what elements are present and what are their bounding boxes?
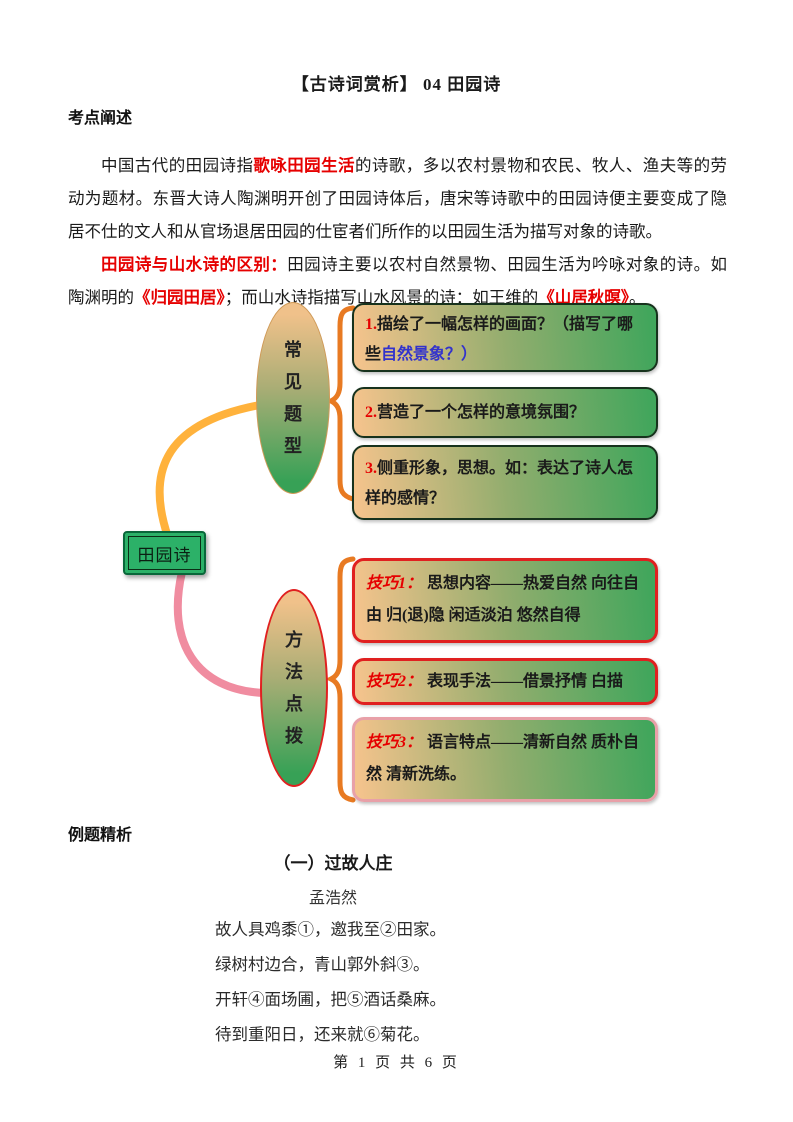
technique1-text: 思想内容——热爱自然 向往自由 归(退)隐 闲适淡泊 悠然自得 [366, 575, 640, 624]
paragraph-overview: 中国古代的田园诗指歌咏田园生活的诗歌，多以农村景物和农民、牧人、渔夫等的劳动为题… [68, 149, 727, 248]
branch-method-tips: 方 法 点 拨 [260, 589, 328, 787]
question-box-3: 3.侧重形象，思想。如：表达了诗人怎样的感情？ [352, 445, 658, 520]
branch2-label-char: 点 [285, 694, 303, 714]
poem-title: （一）过故人庄 [273, 854, 393, 873]
branch2-brace-icon [325, 556, 356, 803]
poem-line: 待到重阳日，还来就⑥菊花。 [215, 1025, 430, 1044]
section-heading-exam-points: 考点阐述 [68, 110, 133, 127]
technique1-label: 技巧1： [366, 575, 423, 592]
poem-line: 故人具鸡黍①，邀我至②田家。 [215, 920, 446, 939]
technique-box-1: 技巧1：思想内容——热爱自然 向往自由 归(退)隐 闲适淡泊 悠然自得 [352, 558, 658, 643]
page-title: 【古诗词赏析】 04 田园诗 [291, 75, 502, 94]
question1-text: 描绘了一幅怎样的画面？（描写了哪些 [365, 316, 634, 363]
para2-text-2: ；而山水诗指描写山水风景的诗：如王维的 [224, 287, 539, 307]
branch1-label-char: 题 [284, 404, 302, 424]
para1-text-2: 的诗歌，多以农村景物和农民、牧人、渔夫等的劳动为题材。东晋大诗人陶渊明开创了田园… [68, 155, 728, 241]
branch2-label-char: 方 [285, 630, 303, 650]
para2-text-3: 。 [629, 287, 646, 307]
poem-author: 孟浩然 [308, 890, 357, 907]
root-node-pastoral-poetry: 田园诗 [123, 531, 206, 575]
page-number-footer: 第 1 页 共 6 页 [333, 1055, 460, 1071]
branch2-label-char: 拨 [285, 726, 303, 746]
question-box-1: 1.描绘了一幅怎样的画面？（描写了哪些自然景象？） [352, 303, 658, 372]
question2-text: 营造了一个怎样的意境氛围？ [377, 403, 586, 421]
poem-line: 绿树村边合，青山郭外斜③。 [215, 955, 430, 974]
technique-box-3: 技巧3：语言特点——清新自然 质朴自然 清新洗练。 [352, 717, 658, 802]
technique3-text: 语言特点——清新自然 质朴自然 清新洗练。 [366, 734, 640, 783]
technique2-label: 技巧2： [366, 672, 423, 690]
question1-blue-text: 自然景象？） [381, 346, 478, 363]
branch2-label-char: 法 [285, 662, 303, 682]
para1-red-highlight: 歌咏田园生活 [253, 155, 355, 175]
poem-body: 故人具鸡黍①，邀我至②田家。 绿树村边合，青山郭外斜③。 开轩④面场圃，把⑤酒话… [215, 912, 446, 1052]
technique2-text: 表现手法——借景抒情 白描 [427, 672, 624, 690]
para2-text-1: 田园诗主要以农村自然景物、田园生活为吟咏对象的诗。如陶渊明的 [68, 254, 728, 307]
branch1-label-char: 型 [284, 436, 302, 456]
technique-box-2: 技巧2：表现手法——借景抒情 白描 [352, 658, 658, 705]
branch-common-question-types: 常 见 题 型 [256, 302, 330, 494]
para2-red-worktitle-1: 《归园田居》 [134, 287, 225, 307]
question2-number: 2. [365, 403, 377, 421]
para1-text-1: 中国古代的田园诗指 [101, 155, 254, 175]
para2-red-lead: 田园诗与山水诗的区别： [101, 254, 288, 274]
paragraph-difference: 田园诗与山水诗的区别：田园诗主要以农村自然景物、田园生活为吟咏对象的诗。如陶渊明… [68, 248, 727, 314]
branch1-label-char: 见 [284, 372, 302, 392]
branch1-connector-curve [155, 401, 264, 541]
para2-red-worktitle-2: 《山居秋暝》 [538, 287, 629, 307]
branch2-connector-curve [173, 568, 268, 697]
question1-number: 1. [365, 316, 377, 333]
question3-number: 3. [365, 460, 377, 477]
poem-line: 开轩④面场圃，把⑤酒话桑麻。 [215, 990, 446, 1009]
branch1-label-char: 常 [284, 340, 302, 360]
question-box-2: 2.营造了一个怎样的意境氛围？ [352, 387, 658, 438]
technique3-label: 技巧3： [366, 734, 423, 751]
branch1-brace-icon [325, 305, 356, 502]
question3-text: 侧重形象，思想。如：表达了诗人怎样的感情？ [365, 460, 634, 507]
section-heading-examples: 例题精析 [68, 827, 133, 844]
root-node-label: 田园诗 [128, 536, 201, 570]
